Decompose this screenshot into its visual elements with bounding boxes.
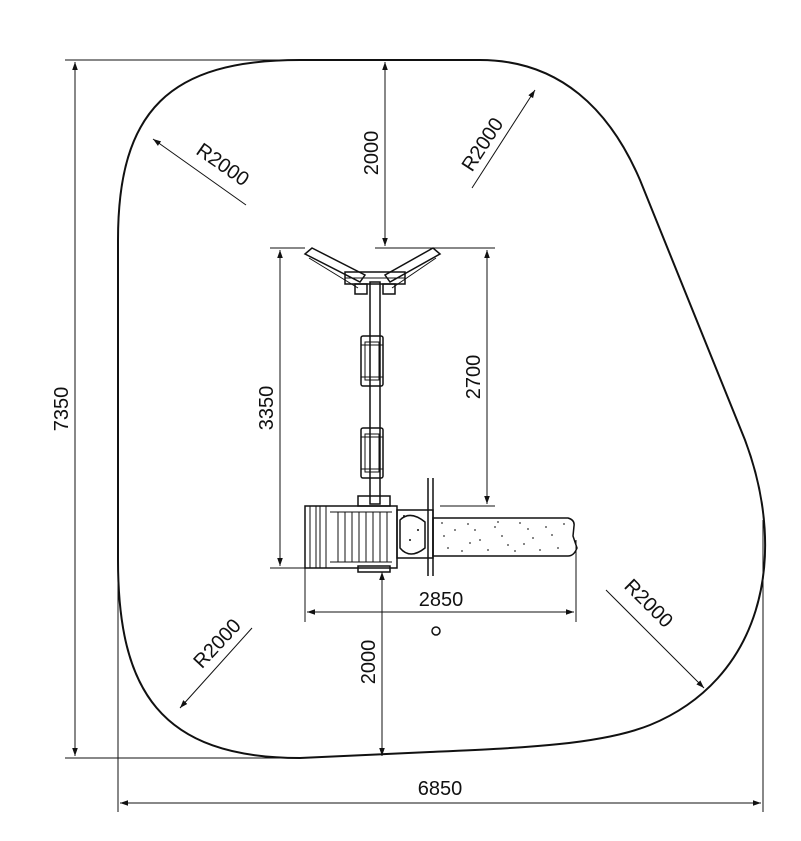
overall-width-dimension: 6850	[117, 520, 764, 812]
central-beam	[357, 281, 391, 507]
safety-zone-outline	[117, 59, 767, 760]
top-clearance-label: 2000	[361, 131, 383, 176]
radius-bottom-right-label: R2000	[620, 575, 677, 632]
equipment-width-dimension: 2850	[304, 540, 577, 622]
radius-bottom-right: R2000	[605, 575, 705, 689]
equipment-length-dimension: 3350	[256, 247, 305, 569]
bottom-clearance-label: 2000	[358, 640, 380, 685]
bottom-clearance-dimension: 2000	[358, 572, 385, 756]
platform-tower	[304, 505, 398, 573]
play-equipment	[303, 247, 578, 636]
radius-top-right: R2000	[458, 89, 536, 189]
y-frame-top	[303, 247, 442, 295]
radius-top-right-label: R2000	[458, 114, 509, 175]
radius-top-left-label: R2000	[192, 139, 253, 191]
radius-bottom-left: R2000	[179, 615, 253, 709]
radius-top-left: R2000	[152, 138, 253, 206]
overall-height-dimension: 7350	[51, 59, 300, 759]
slide	[432, 517, 578, 557]
overall-height-label: 7350	[51, 387, 73, 432]
beam-span-label: 2700	[463, 355, 485, 400]
anchor-marker	[431, 626, 441, 636]
equipment-length-label: 3350	[256, 386, 278, 431]
overall-width-label: 6850	[418, 778, 463, 800]
top-clearance-dimension: 2000	[361, 62, 440, 249]
slide-connector	[396, 478, 434, 576]
beam-span-dimension: 2700	[440, 247, 495, 507]
equipment-width-label: 2850	[419, 589, 464, 611]
